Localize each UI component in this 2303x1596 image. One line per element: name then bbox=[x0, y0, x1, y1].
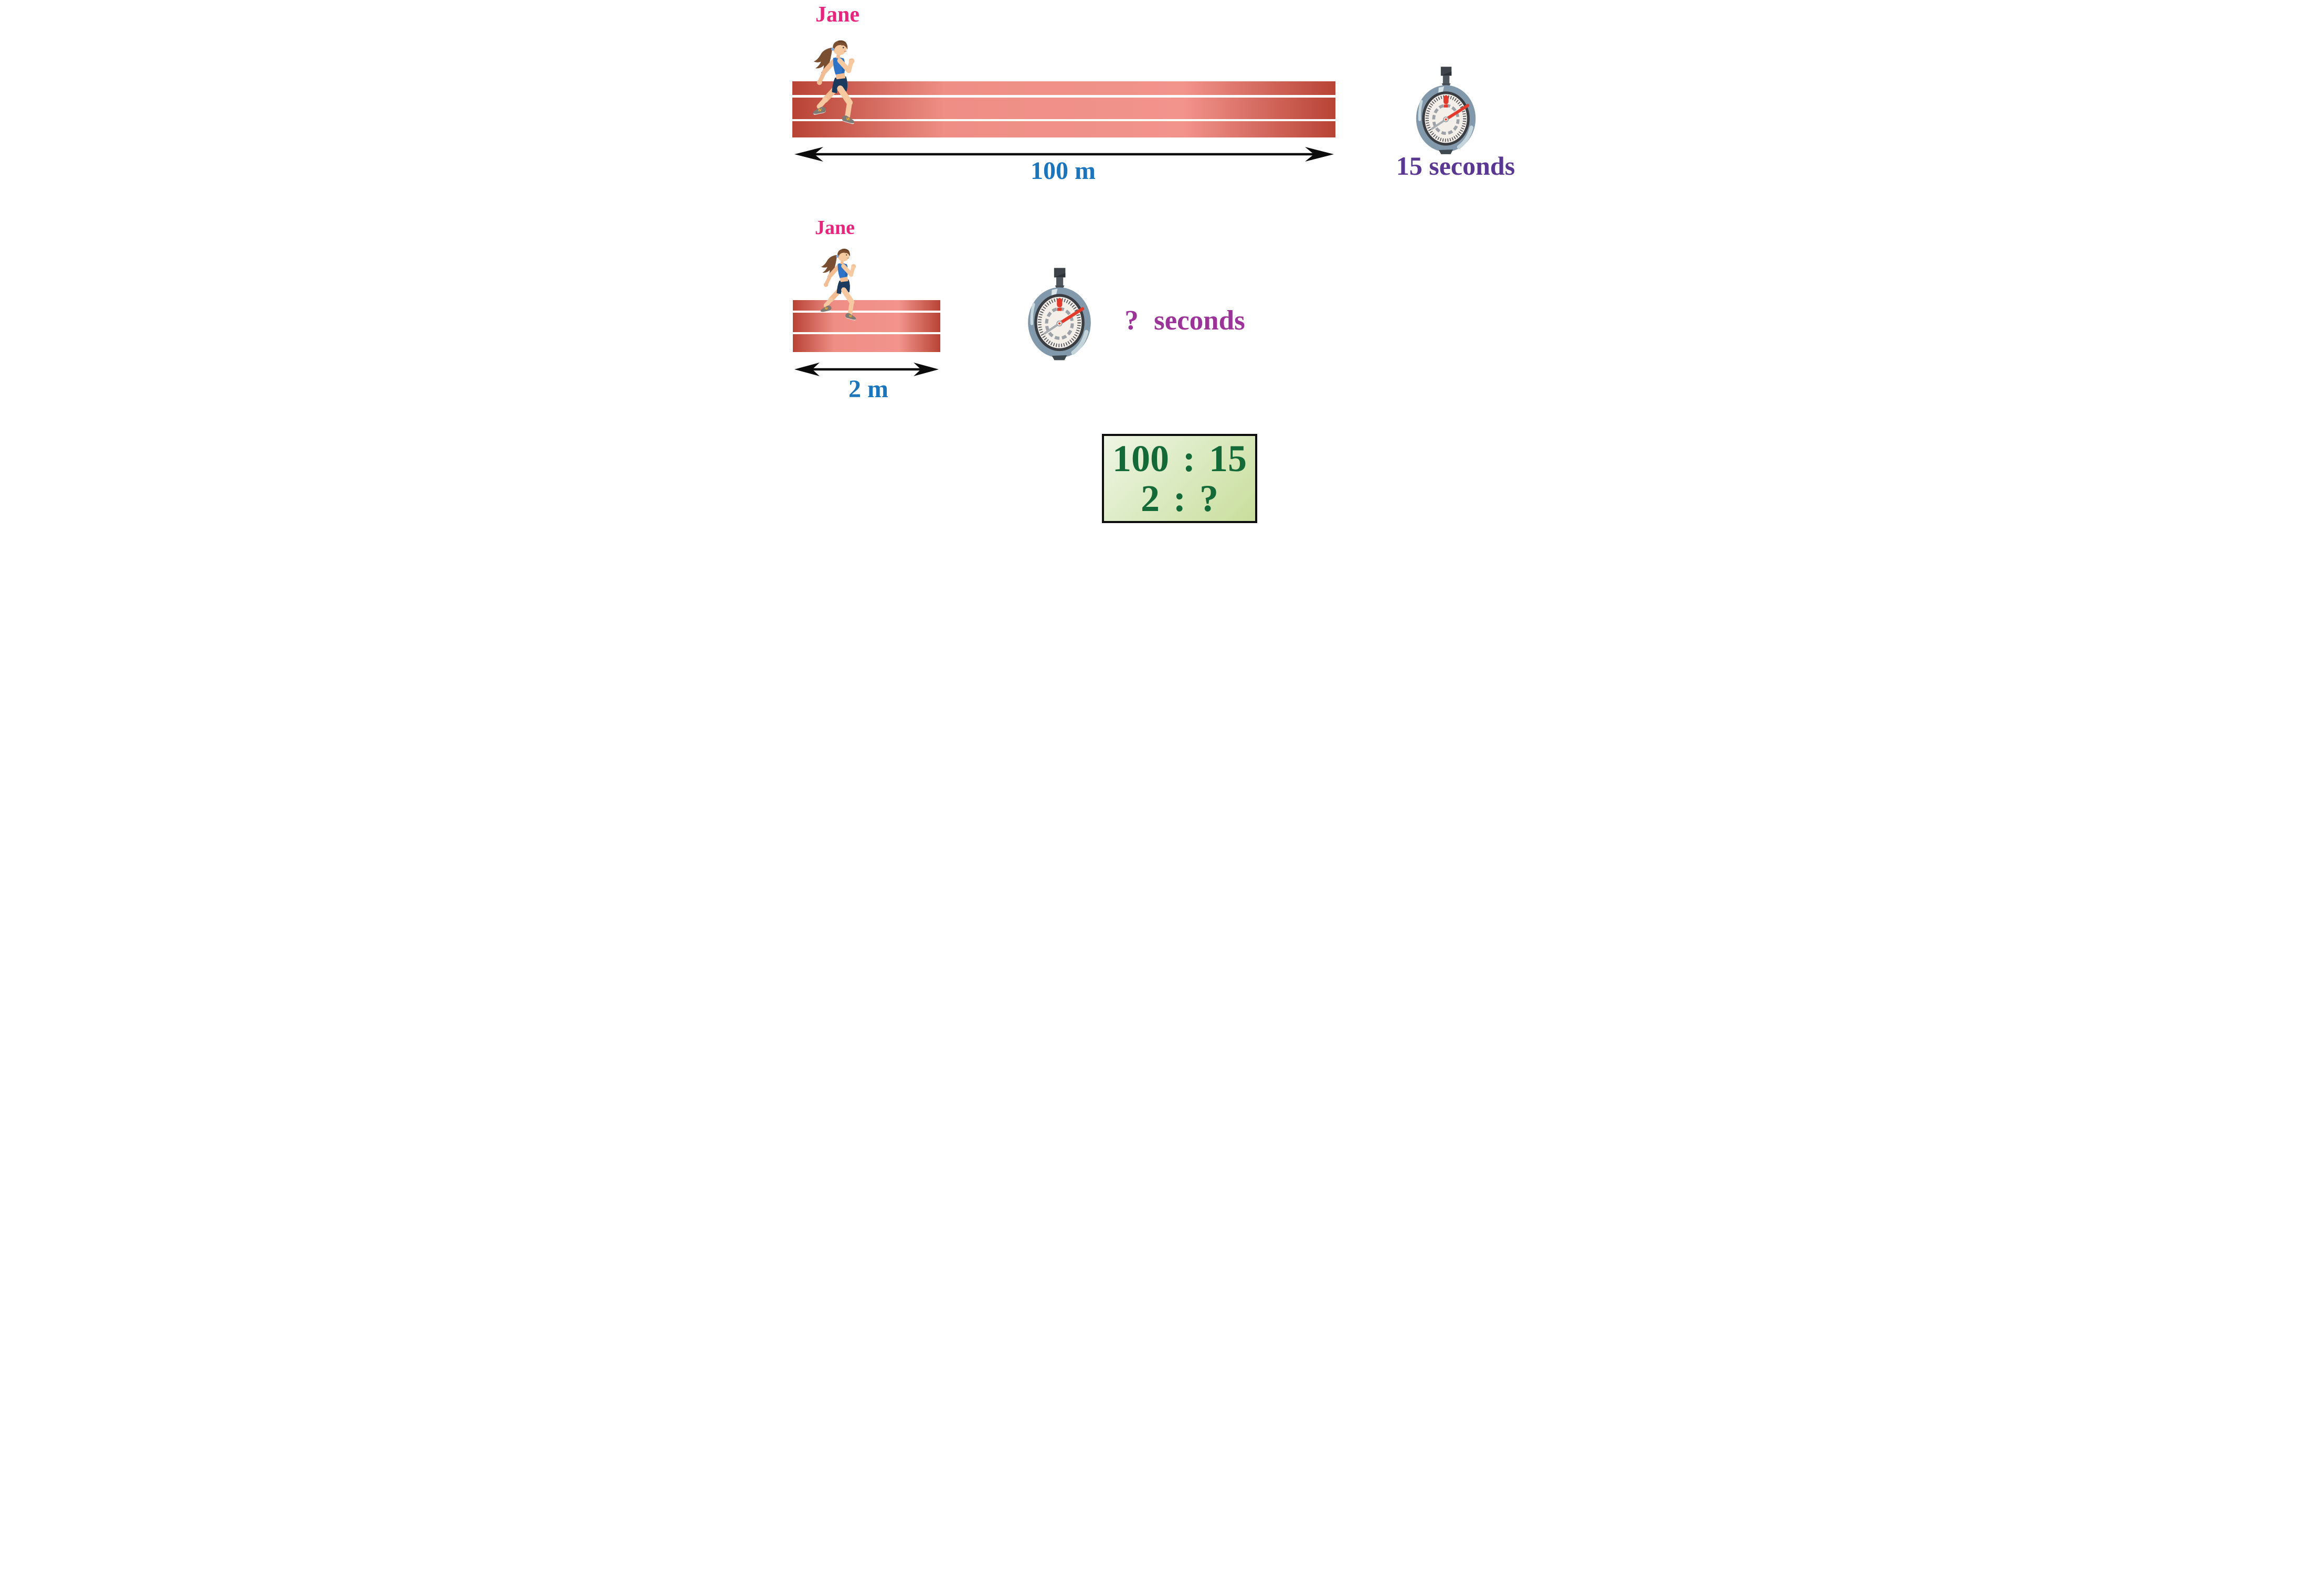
worksheet: Jane 100 m 15 seconds Jane 2 m ? seconds bbox=[768, 0, 1535, 532]
double-headed-arrow-icon bbox=[794, 147, 1334, 162]
distance1-label: 100 m bbox=[1031, 157, 1096, 185]
stopwatch-icon bbox=[1024, 262, 1095, 365]
track-lane bbox=[792, 81, 1335, 95]
double-headed-arrow-icon bbox=[794, 363, 939, 376]
ratio-row1: 100 : 15 bbox=[1112, 438, 1247, 480]
track-lane bbox=[793, 334, 940, 352]
runner1-name-label: Jane bbox=[815, 3, 859, 27]
distance2-label: 2 m bbox=[848, 375, 888, 403]
track-lane bbox=[792, 98, 1335, 119]
time2-label: ? seconds bbox=[1124, 305, 1245, 336]
track-lane bbox=[792, 121, 1335, 137]
track-lane bbox=[793, 313, 940, 332]
ratio-box: 100 : 15 2 : ? bbox=[1102, 434, 1257, 523]
stopwatch-icon bbox=[1413, 65, 1479, 155]
runner-girl-icon bbox=[808, 243, 859, 327]
runner-girl-icon bbox=[797, 34, 861, 132]
ratio-row2: 2 : ? bbox=[1141, 477, 1218, 519]
time1-label: 15 seconds bbox=[1396, 151, 1515, 180]
running-track-100m bbox=[792, 81, 1335, 137]
runner2-name-label: Jane bbox=[815, 217, 855, 239]
